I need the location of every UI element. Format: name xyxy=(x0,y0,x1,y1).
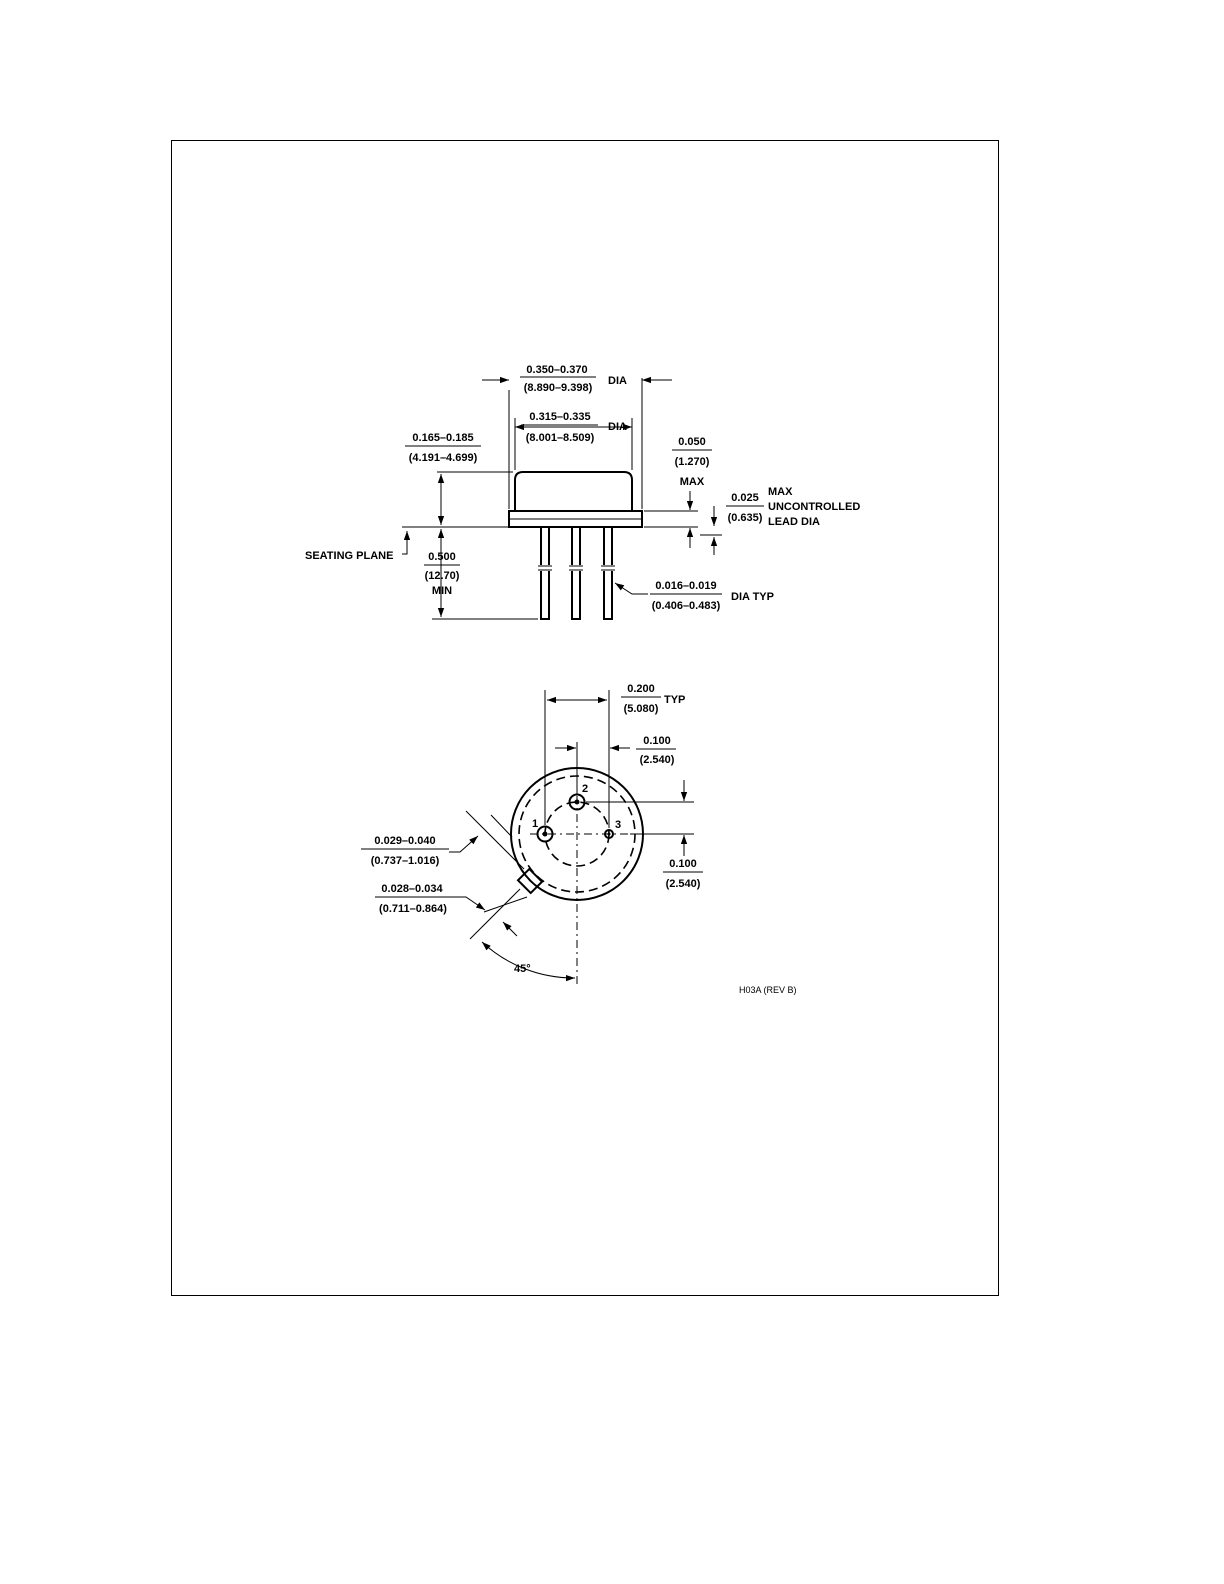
pin-2-label: 2 xyxy=(582,783,588,795)
uncontrolled-line2: UNCONTROLLED xyxy=(768,501,860,513)
lead-break-marks xyxy=(538,565,615,571)
ext-tab-root xyxy=(490,814,513,838)
tab-width-bottom: (0.711–0.864) xyxy=(379,903,447,915)
bottom-view: 1 2 3 0.200 (5.080) TYP 0.100 (2.540) 0.… xyxy=(361,683,703,985)
package-cap xyxy=(514,471,633,511)
lead-3 xyxy=(603,527,613,620)
body-dia-bottom: (8.001–8.509) xyxy=(526,432,595,444)
lead-dia-leader xyxy=(614,582,648,595)
leads xyxy=(538,527,615,620)
pin-1-label: 1 xyxy=(532,818,538,830)
tab-width-top: 0.028–0.034 xyxy=(381,883,443,895)
half-h-top: 0.100 xyxy=(643,735,671,747)
pin-1 xyxy=(536,825,554,843)
pin-3-label: 3 xyxy=(615,819,621,831)
lead-dia-bottom: (0.406–0.483) xyxy=(652,600,721,612)
lead-dia-top: 0.016–0.019 xyxy=(655,580,716,592)
body-dia-top: 0.315–0.335 xyxy=(529,411,590,423)
flange-bottom: (1.270) xyxy=(675,456,710,468)
package-tab xyxy=(516,867,544,895)
lead-dia-suffix: DIA TYP xyxy=(731,591,774,603)
pin-circle-top: 0.200 xyxy=(627,683,655,695)
tab-length-leader xyxy=(449,835,479,853)
tab-length-bottom: (0.737–1.016) xyxy=(371,855,440,867)
half-h-bottom: (2.540) xyxy=(640,754,675,766)
tab-width-arrow xyxy=(502,921,518,937)
lead-2 xyxy=(571,527,581,620)
pin-circle-suffix: TYP xyxy=(664,694,685,706)
ext-tab-side-a xyxy=(469,888,521,940)
cap-dia-suffix: DIA xyxy=(608,375,627,387)
tab-length-top: 0.029–0.040 xyxy=(374,835,435,847)
height-bottom: (4.191–4.699) xyxy=(409,452,478,464)
ext-tab-end xyxy=(465,810,525,870)
cap-dia-bottom: (8.890–9.398) xyxy=(524,382,593,394)
pin-3 xyxy=(604,829,614,839)
lead-length-top: 0.500 xyxy=(428,551,456,563)
angle-label: 45° xyxy=(514,963,531,975)
seating-plane-leader xyxy=(402,531,411,555)
side-view: 0.350–0.370 (8.890–9.398) DIA 0.315–0.33… xyxy=(305,364,860,620)
lead-length-suffix: MIN xyxy=(432,585,452,597)
half-v-bottom: (2.540) xyxy=(666,878,701,890)
angle-arc xyxy=(481,941,576,982)
uncontrolled-top: 0.025 xyxy=(731,492,759,504)
body-dia-suffix: DIA xyxy=(608,421,627,433)
flange-suffix: MAX xyxy=(680,476,705,488)
ext-tab-side-b xyxy=(483,896,528,913)
tab-width-leader xyxy=(453,896,486,911)
pin-circle-bottom: (5.080) xyxy=(624,703,659,715)
drawing-id: H03A (REV B) xyxy=(739,985,797,995)
uncontrolled-line1: MAX xyxy=(768,486,793,498)
flange-top: 0.050 xyxy=(678,436,706,448)
seating-plane-label: SEATING PLANE xyxy=(305,550,393,562)
height-top: 0.165–0.185 xyxy=(412,432,473,444)
half-v-top: 0.100 xyxy=(669,858,697,870)
uncontrolled-bottom: (0.635) xyxy=(728,512,763,524)
cap-dia-top: 0.350–0.370 xyxy=(526,364,587,376)
lead-1 xyxy=(540,527,550,620)
lead-length-bottom: (12.70) xyxy=(425,570,460,582)
page-frame xyxy=(171,140,999,1296)
uncontrolled-line3: LEAD DIA xyxy=(768,516,820,528)
